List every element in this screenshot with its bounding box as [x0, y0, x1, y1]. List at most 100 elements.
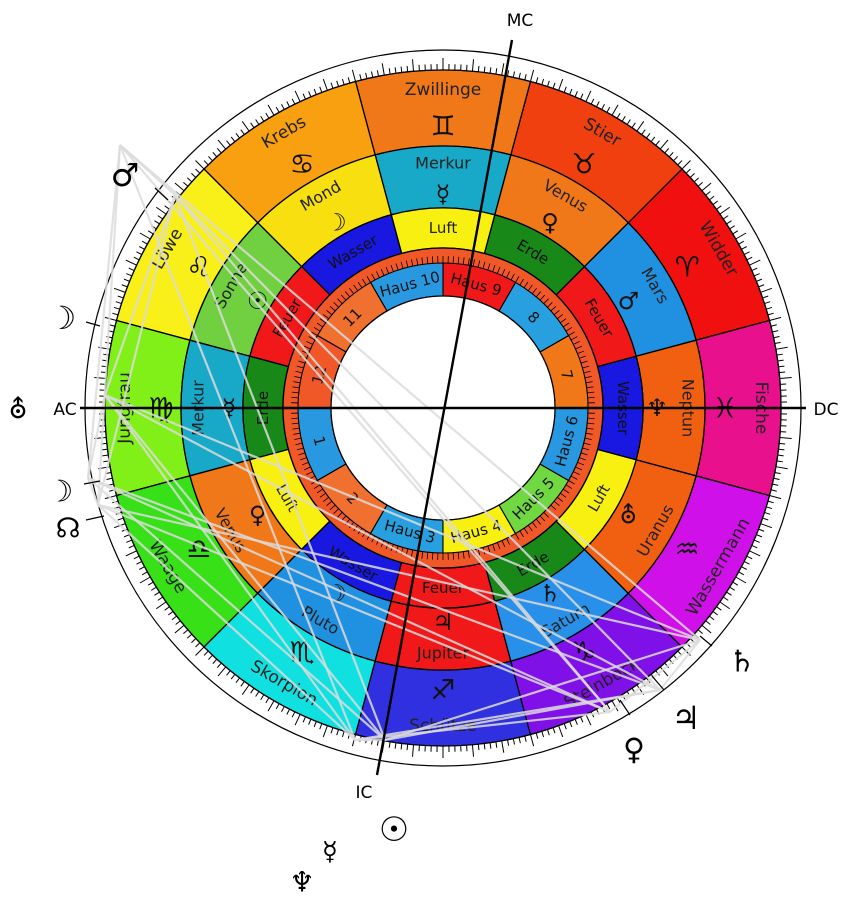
degree-tick [139, 246, 145, 250]
house-tick [462, 551, 465, 559]
degree-tick [411, 744, 415, 757]
degree-tick [275, 106, 280, 113]
degree-tick [779, 442, 786, 445]
degree-tick [773, 335, 780, 339]
degree-tick [154, 220, 160, 225]
house-tick [496, 542, 501, 550]
degree-tick [471, 59, 475, 72]
degree-tick [767, 312, 774, 316]
sign-glyph-zwillinge: ♊ [430, 110, 455, 143]
planet-venus-icon: ♀ [623, 733, 645, 768]
degree-tick [758, 284, 765, 288]
house-tick [568, 331, 575, 336]
degree-tick [722, 596, 729, 601]
house-tick [575, 345, 583, 350]
planet-mars-icon: ♂ [111, 156, 140, 194]
house-tick [506, 538, 510, 545]
degree-tick [701, 182, 712, 192]
degree-tick [394, 742, 397, 749]
planet-uranus-icon: ⛢ [8, 395, 27, 425]
degree-tick [319, 723, 323, 730]
house-tick [293, 381, 301, 384]
degree-tick [673, 156, 678, 162]
degree-tick [139, 232, 151, 240]
degree-tick [483, 743, 486, 750]
degree-tick [766, 506, 773, 510]
house-tick [519, 278, 524, 286]
degree-tick [216, 148, 222, 154]
degree-tick [746, 256, 753, 261]
degree-tick [769, 316, 782, 322]
house-tick [565, 327, 573, 332]
house-tick [390, 265, 394, 272]
aspect-lines [86, 144, 701, 742]
degree-tick [365, 72, 368, 79]
house-tick [586, 386, 594, 389]
degree-tick [212, 658, 218, 664]
degree-tick [776, 353, 783, 356]
house-tick [519, 530, 524, 538]
house-tick [568, 480, 575, 485]
house-tick [557, 314, 564, 320]
degree-tick [558, 725, 564, 738]
house-tick [565, 484, 573, 489]
sign-glyph-sch-tze: ♐ [430, 674, 455, 707]
degree-tick [94, 376, 107, 380]
degree-tick [626, 119, 631, 125]
house-tick [560, 318, 567, 324]
ruler-glyph-sonne: ☉ [247, 287, 269, 315]
degree-tick [203, 160, 209, 166]
degree-tick [147, 581, 154, 586]
degree-tick [183, 181, 189, 187]
aspect-line [87, 476, 661, 692]
degree-tick [758, 528, 765, 532]
aspect-line [104, 394, 356, 741]
house-tick [313, 327, 321, 332]
house-tick [301, 461, 309, 466]
ruler-glyph-merkur: ☿ [436, 180, 451, 208]
house-tick [557, 496, 564, 502]
house-tick [337, 298, 343, 304]
degree-tick [308, 718, 312, 725]
degree-tick [406, 65, 409, 72]
house-tick [416, 258, 419, 266]
degree-tick [546, 80, 550, 87]
degree-tick [563, 86, 567, 93]
degree-tick [777, 454, 784, 457]
degree-tick [762, 517, 769, 521]
planet-jupiter-icon: ♃ [672, 699, 701, 737]
degree-tick [164, 606, 170, 611]
degree-tick [183, 629, 189, 635]
house-tick [385, 266, 390, 274]
degree-tick [746, 555, 753, 560]
degree-tick [203, 650, 209, 656]
house-tick [539, 515, 546, 522]
house-tick [496, 266, 501, 274]
degree-tick [302, 93, 306, 100]
degree-tick [208, 156, 213, 162]
house-tick [550, 504, 557, 511]
degree-tick [535, 732, 539, 739]
degree-tick [735, 232, 747, 240]
planet-moon-2-icon: ☽ [47, 475, 74, 510]
degree-tick [230, 674, 236, 680]
degree-tick [336, 729, 340, 736]
degree-tick [749, 259, 761, 266]
degree-tick [240, 129, 245, 135]
house-tick [467, 258, 470, 266]
degree-tick [775, 346, 788, 350]
house-tick [527, 525, 533, 532]
degree-tick [775, 466, 788, 470]
degree-tick [133, 555, 140, 560]
house-tick [340, 294, 347, 301]
house-tick [583, 370, 591, 374]
ruler-glyph-saturn: ♄ [539, 579, 561, 607]
degree-tick [712, 611, 719, 616]
degree-tick [255, 119, 260, 125]
house-tick [492, 544, 496, 551]
house-tick [311, 331, 318, 336]
degree-tick [115, 301, 122, 305]
planet-node-icon: ☊ [56, 512, 81, 545]
house-tick [291, 422, 299, 425]
house-tick [570, 336, 578, 341]
